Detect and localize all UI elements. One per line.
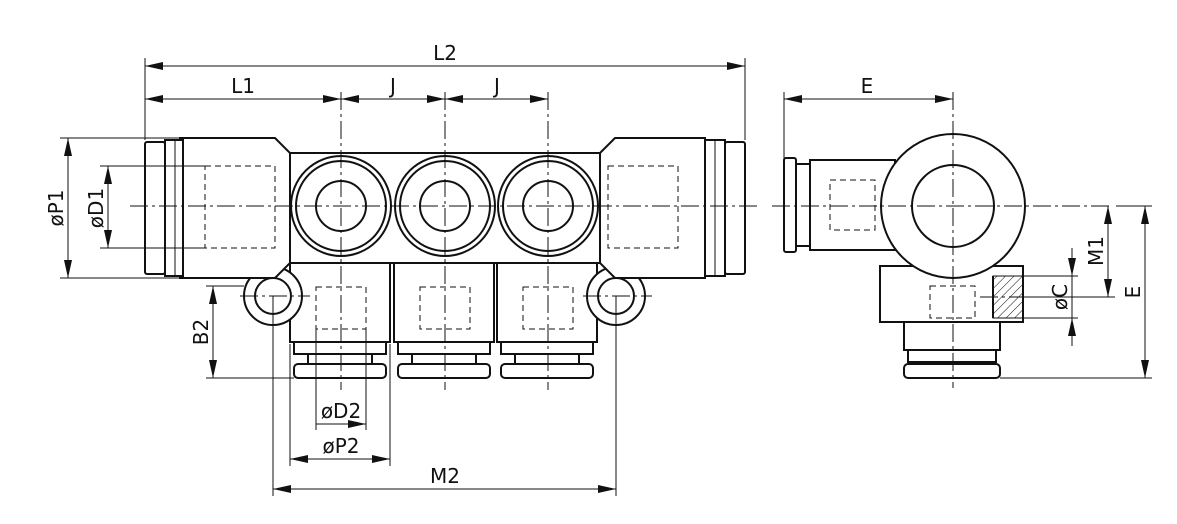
label-P1: øP1	[44, 189, 68, 226]
label-E-right: E	[1121, 286, 1145, 299]
label-C: øC	[1048, 284, 1072, 310]
label-L1: L1	[231, 74, 255, 98]
dimensions	[60, 58, 1152, 496]
label-B2: B2	[189, 319, 213, 345]
label-D1: øD1	[84, 188, 108, 228]
label-L2: L2	[433, 41, 457, 65]
lower-outlet-3	[496, 261, 598, 379]
label-M2: M2	[430, 464, 460, 488]
lower-outlet-1	[289, 261, 391, 379]
label-P2: øP2	[322, 434, 359, 458]
right-fitting	[599, 137, 746, 279]
left-fitting	[144, 137, 291, 279]
label-D2: øD2	[321, 399, 361, 423]
label-J-1: J	[388, 74, 396, 98]
lower-outlet-2	[393, 261, 495, 379]
label-M1: M1	[1084, 236, 1108, 266]
front-view	[130, 92, 760, 390]
label-J-2: J	[492, 74, 500, 98]
dimension-labels: L2 L1 J J E øP1 øD1 B2 øD2 øP2 M2 M1 øC …	[44, 41, 1145, 488]
label-E-top: E	[861, 74, 874, 98]
side-view	[772, 92, 1110, 388]
